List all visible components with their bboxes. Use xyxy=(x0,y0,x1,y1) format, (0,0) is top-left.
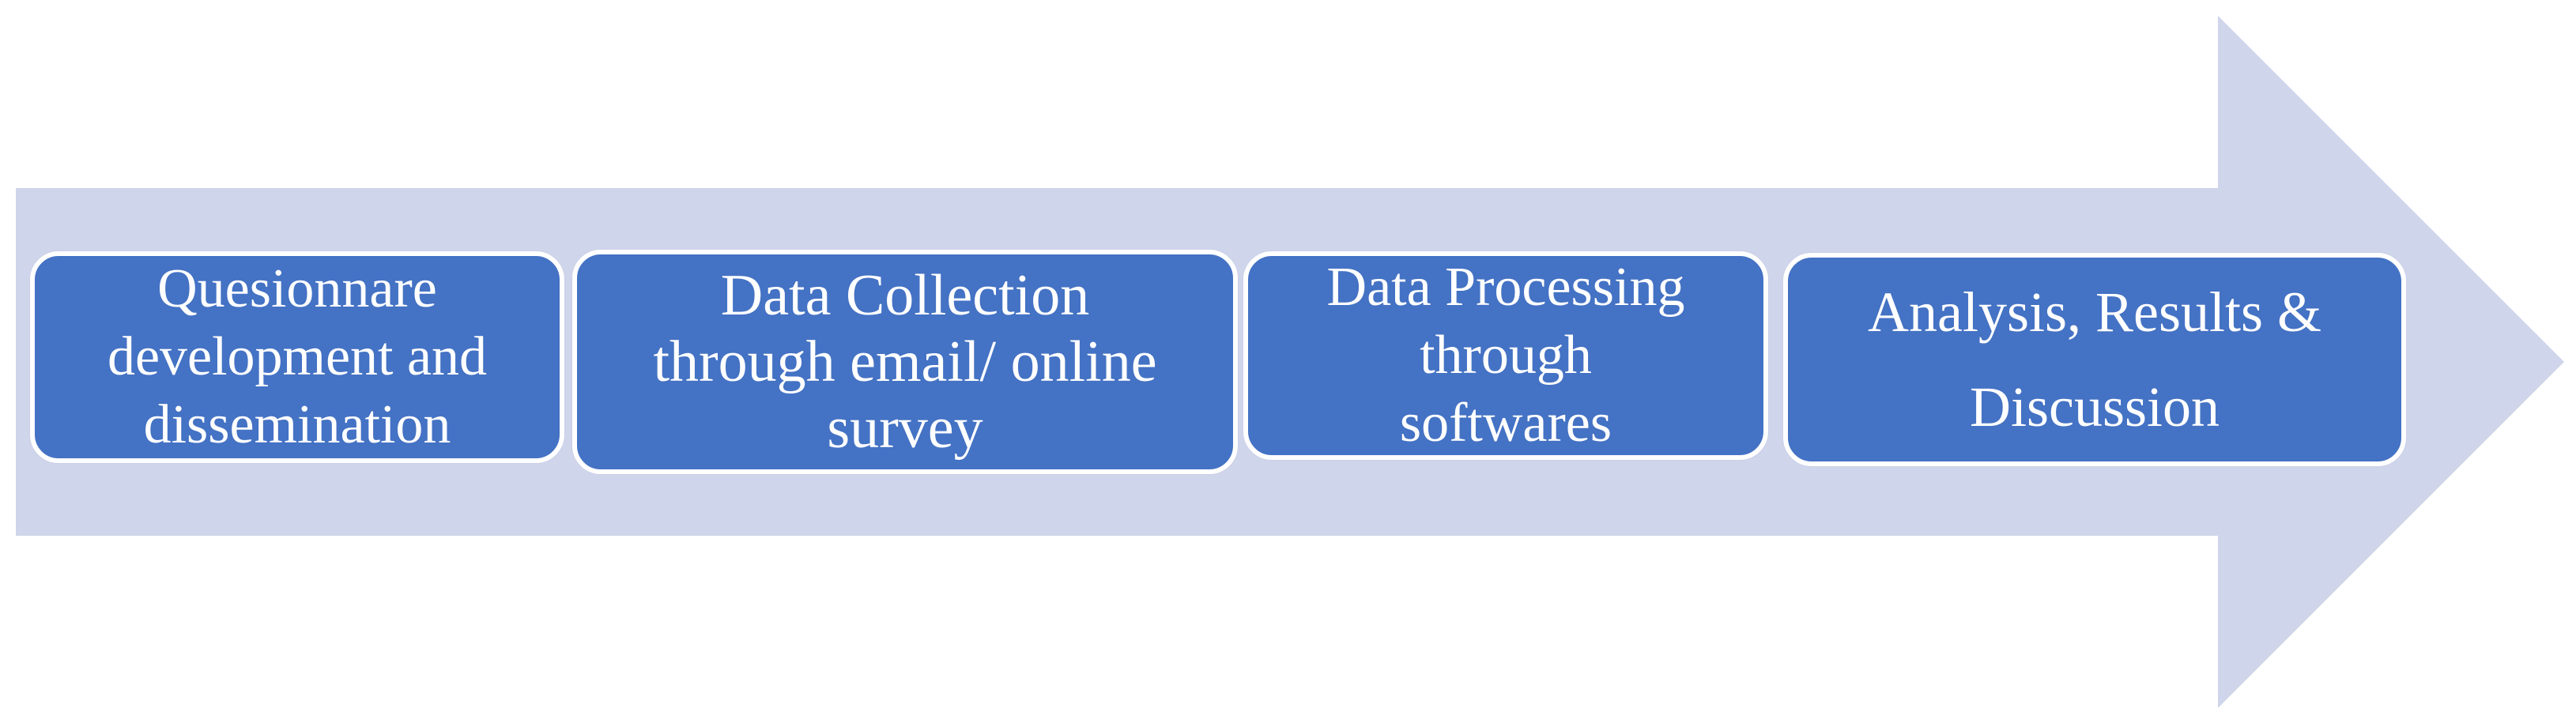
step-box-data-collection: Data Collection through email/ online su… xyxy=(572,250,1238,474)
step-label-data-collection: Data Collection through email/ online su… xyxy=(653,263,1157,461)
step-box-questionnaire: Quesionnare development and disseminatio… xyxy=(30,251,564,463)
step-box-analysis: Analysis, Results & Discussion xyxy=(1783,253,2406,466)
step-label-data-processing: Data Processing through softwares xyxy=(1326,257,1685,454)
step-label-questionnaire: Quesionnare development and disseminatio… xyxy=(107,258,488,455)
step-box-data-processing: Data Processing through softwares xyxy=(1243,251,1768,460)
step-label-analysis: Analysis, Results & Discussion xyxy=(1867,281,2322,439)
